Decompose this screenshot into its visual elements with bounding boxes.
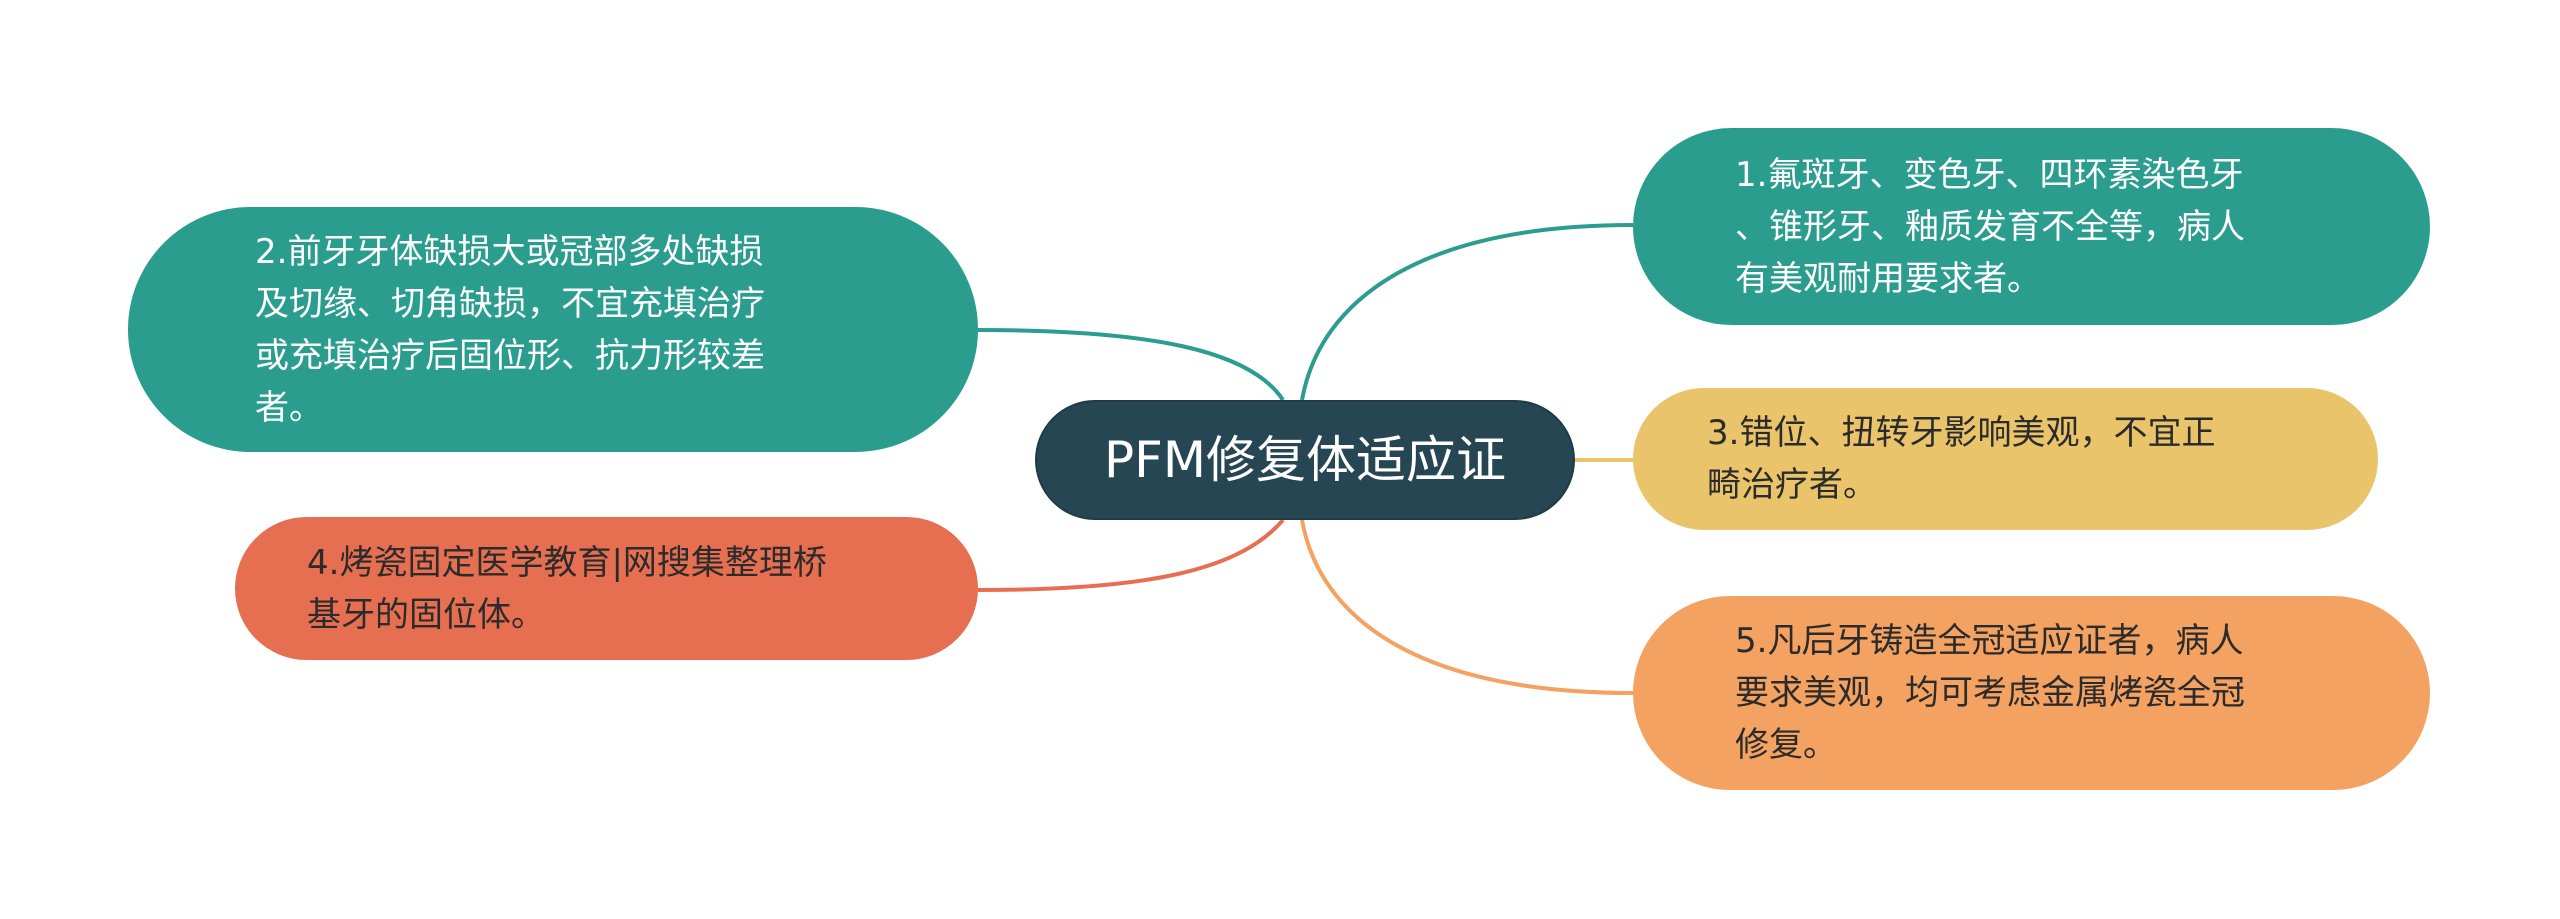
branch-node-5[interactable]: 5.凡后牙铸造全冠适应证者，病人 要求美观，均可考虑金属烤瓷全冠 修复。 <box>1633 596 2430 790</box>
branch-node-5-text: 5.凡后牙铸造全冠适应证者，病人 要求美观，均可考虑金属烤瓷全冠 修复。 <box>1735 621 2245 765</box>
central-topic-label: PFM修复体适应证 <box>1103 431 1507 489</box>
connector-center-to-node-2 <box>977 328 1285 402</box>
connector-center-to-node-5 <box>1300 519 1634 695</box>
branch-node-4-text: 4.烤瓷固定医学教育|网搜集整理桥 基牙的固位体。 <box>307 542 827 635</box>
branch-node-1[interactable]: 1.氟斑牙、变色牙、四环素染色牙 、锥形牙、釉质发育不全等，病人 有美观耐用要求… <box>1633 128 2430 325</box>
central-topic-node[interactable]: PFM修复体适应证 <box>1035 400 1575 520</box>
branch-node-3-text: 3.错位、扭转牙影响美观，不宜正 畸治疗者。 <box>1707 413 2216 505</box>
branch-node-4[interactable]: 4.烤瓷固定医学教育|网搜集整理桥 基牙的固位体。 <box>235 517 978 660</box>
connector-center-to-node-1 <box>1300 223 1634 401</box>
connector-center-to-node-4 <box>977 518 1285 592</box>
branch-node-2-text: 2.前牙牙体缺损大或冠部多处缺损 及切缘、切角缺损，不宜充填治疗 或充填治疗后固… <box>255 231 765 428</box>
branch-node-2[interactable]: 2.前牙牙体缺损大或冠部多处缺损 及切缘、切角缺损，不宜充填治疗 或充填治疗后固… <box>128 207 978 452</box>
branch-node-3[interactable]: 3.错位、扭转牙影响美观，不宜正 畸治疗者。 <box>1633 388 2378 530</box>
branch-node-1-text: 1.氟斑牙、变色牙、四环素染色牙 、锥形牙、釉质发育不全等，病人 有美观耐用要求… <box>1735 154 2245 299</box>
